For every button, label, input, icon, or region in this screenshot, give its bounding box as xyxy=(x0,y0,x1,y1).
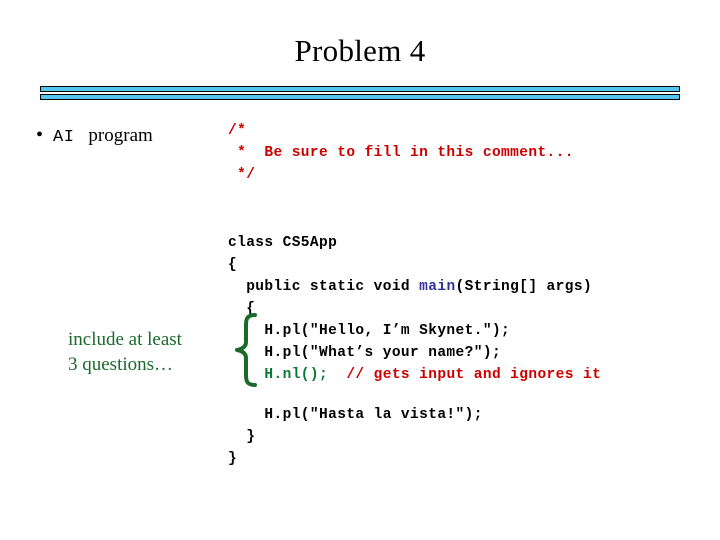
code-nl-gap xyxy=(328,367,346,383)
code-inline-comment: // gets input and ignores it xyxy=(346,367,602,383)
bullet-label-serif: program xyxy=(88,125,153,146)
code-line-inner-open: { xyxy=(228,301,256,317)
code-tail-block: H.pl("Hasta la vista!"); } } xyxy=(228,404,483,470)
code-line-pl-hasta: H.pl("Hasta la vista!"); xyxy=(228,407,483,423)
bullet-marker-icon: • xyxy=(36,124,44,146)
divider-bar-bottom xyxy=(40,94,680,100)
comment-line-2: * Be sure to fill in this comment... xyxy=(228,145,574,161)
code-line-pl-name: H.pl("What’s your name?"); xyxy=(228,345,502,361)
code-line-class: class CS5App xyxy=(228,235,338,251)
page-title: Problem 4 xyxy=(294,33,426,68)
code-line-main-post: (String[] args) xyxy=(455,279,593,295)
comment-line-3: */ xyxy=(228,167,256,183)
annotation-note: include at least 3 questions… xyxy=(68,327,233,377)
code-keyword-main: main xyxy=(419,279,456,295)
code-line-open-brace: { xyxy=(228,257,238,273)
code-comment-block: /* * Be sure to fill in this comment... … xyxy=(228,120,574,186)
code-line-main-pre: public static void xyxy=(228,279,420,295)
code-class-block: class CS5App { public static void main(S… xyxy=(228,232,601,386)
code-line-pl-hello: H.pl("Hello, I’m Skynet."); xyxy=(228,323,511,339)
code-line-close-inner: } xyxy=(228,429,256,445)
code-line-close-outer: } xyxy=(228,451,238,467)
annotation-line-2: 3 questions… xyxy=(68,354,174,375)
comment-line-1: /* xyxy=(228,123,247,139)
annotation-line-1: include at least xyxy=(68,329,182,350)
bullet-label-mono: AI xyxy=(53,128,75,147)
left-curly-brace-icon xyxy=(231,312,261,388)
code-call-nl: H.nl(); xyxy=(264,367,329,383)
title-divider xyxy=(40,86,680,100)
divider-bar-top xyxy=(40,86,680,92)
bullet-item-ai-program: • AI program xyxy=(36,125,153,147)
